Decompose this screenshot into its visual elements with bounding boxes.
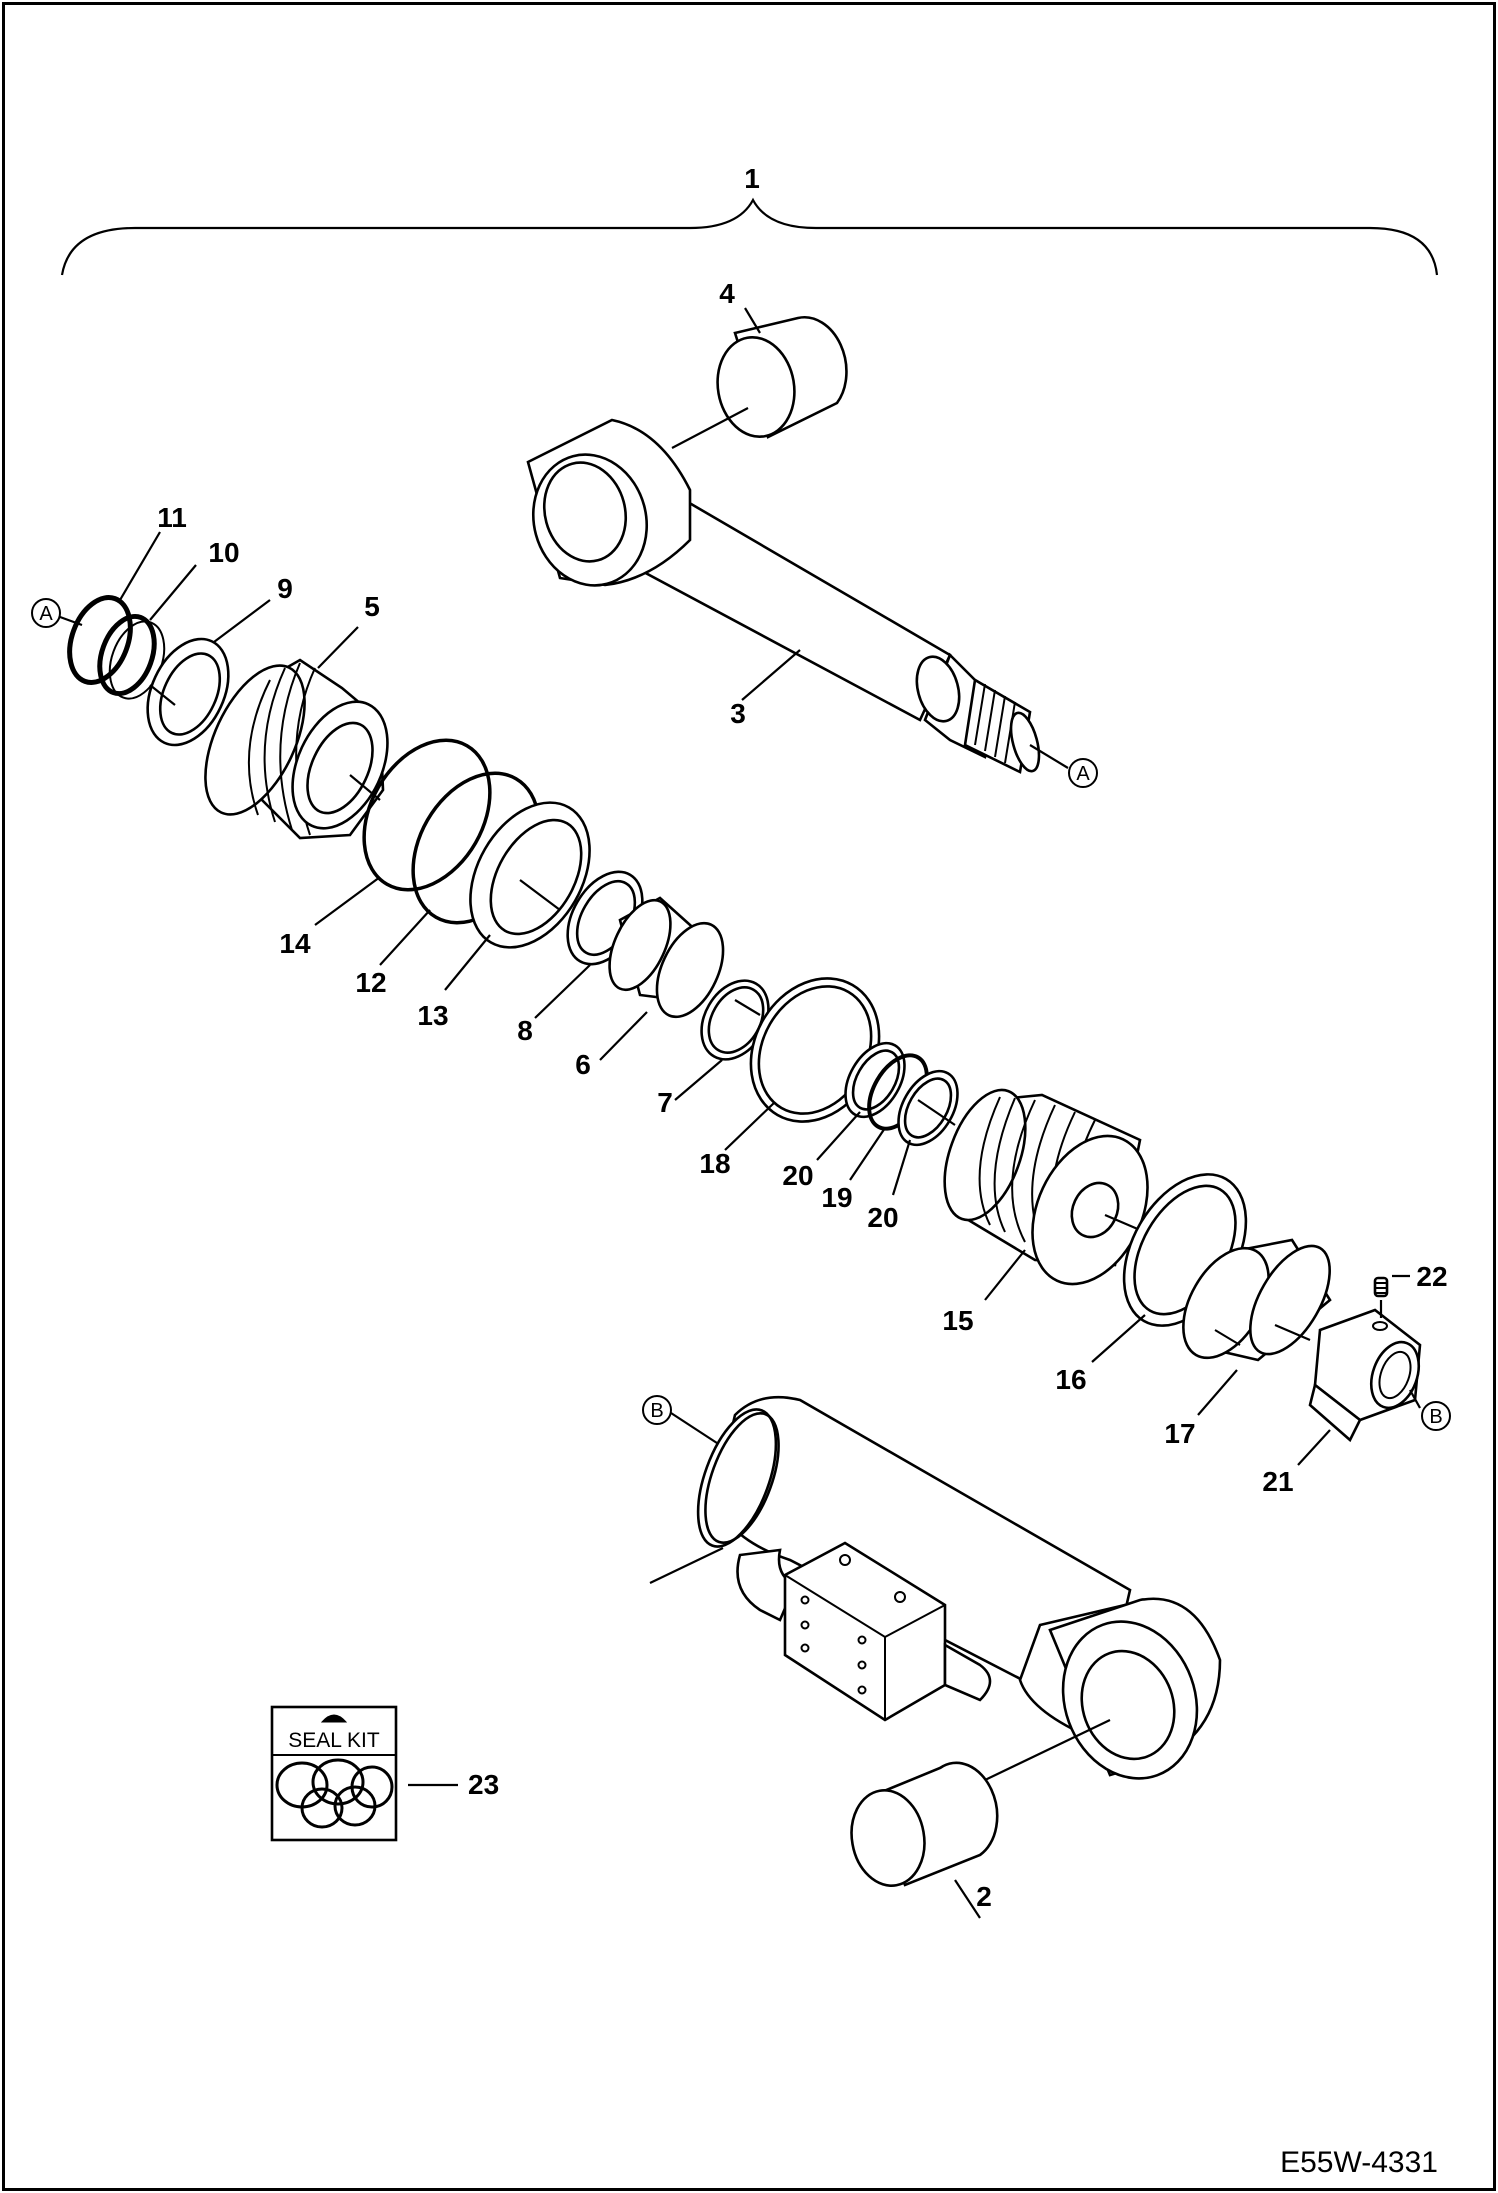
callout-22: 22 <box>1416 1261 1447 1292</box>
ring-9 <box>146 637 230 747</box>
svg-text:B: B <box>1429 1406 1442 1428</box>
svg-text:A: A <box>1076 763 1090 785</box>
callout-10: 10 <box>208 537 239 568</box>
oring-14 <box>362 738 492 892</box>
ref-mark-a-rod: A <box>1068 758 1098 788</box>
leader-6 <box>599 1011 648 1061</box>
callout-11: 11 <box>157 502 187 533</box>
callout-20a: 20 <box>782 1160 813 1191</box>
callout-6: 6 <box>575 1049 591 1080</box>
ref-mark-b-barrel: B <box>642 1395 672 1425</box>
bushing-6 <box>608 896 725 1019</box>
leader-barrel <box>649 1547 724 1584</box>
callout-23: 23 <box>468 1769 499 1800</box>
leader-4 <box>744 307 761 334</box>
callout-17: 17 <box>1164 1418 1195 1449</box>
wear-ring-13 <box>469 801 591 949</box>
nut-21 <box>1308 1308 1422 1443</box>
leader-17 <box>1197 1369 1238 1416</box>
leader-19 <box>849 1127 886 1181</box>
leader-5 <box>317 626 359 669</box>
piston-rod-3 <box>526 418 1041 774</box>
callout-21: 21 <box>1262 1466 1293 1497</box>
split-ring-17 <box>1182 1238 1332 1362</box>
leader-10 <box>149 564 197 621</box>
leader-7b <box>734 999 761 1016</box>
leader-20c <box>917 1099 956 1126</box>
gland-5 <box>204 658 389 840</box>
leader-15 <box>984 1249 1026 1301</box>
leader-9b <box>149 684 176 706</box>
leader-8 <box>534 964 591 1019</box>
leader-3 <box>741 649 801 701</box>
leader-18 <box>724 1101 776 1151</box>
leader-13b <box>519 879 561 911</box>
callout-18: 18 <box>699 1148 730 1179</box>
leader-9 <box>213 599 271 643</box>
leader-16 <box>1091 1314 1146 1363</box>
callout-19: 19 <box>821 1182 852 1213</box>
drawing-code: E55W-4331 <box>1280 2146 1438 2179</box>
svg-text:A: A <box>39 603 53 625</box>
bushing-2 <box>850 1761 999 1887</box>
leader-12 <box>379 909 431 966</box>
callout-20b: 20 <box>867 1202 898 1233</box>
piston-15 <box>943 1088 1149 1286</box>
callout-14: 14 <box>279 928 311 959</box>
bushing-4 <box>716 316 848 439</box>
leader-20b <box>891 1139 912 1196</box>
leader-14 <box>314 876 381 926</box>
leader-2b <box>984 1719 1111 1781</box>
seal-kit-package <box>270 1705 398 1842</box>
leader-ref-a2 <box>1029 744 1069 769</box>
ring-7 <box>700 979 770 1061</box>
leader-15b <box>1104 1213 1141 1232</box>
leader-20a <box>816 1111 861 1161</box>
leader-7 <box>674 1059 723 1101</box>
leader-ref-b2 <box>1409 1389 1421 1409</box>
svg-text:B: B <box>650 1400 663 1422</box>
leader-21 <box>1297 1429 1331 1466</box>
ref-mark-b-nut: B <box>1421 1401 1451 1431</box>
leader-11 <box>119 531 161 601</box>
leader-13 <box>444 934 491 991</box>
leader-4b <box>671 407 749 449</box>
ring-11 <box>67 595 133 685</box>
callout-3: 3 <box>730 698 746 729</box>
callout-12: 12 <box>355 967 386 998</box>
seal-kit-label: SEAL KIT <box>288 1729 380 1752</box>
callout-4: 4 <box>719 278 735 309</box>
callout-5: 5 <box>364 591 380 622</box>
callout-16: 16 <box>1055 1364 1086 1395</box>
callout-7: 7 <box>657 1087 673 1118</box>
leader-ref-b1 <box>670 1412 721 1446</box>
set-screw-22 <box>1373 1276 1389 1298</box>
leader-2 <box>954 1879 981 1919</box>
cylinder-barrel <box>696 1395 1222 1780</box>
callout-13: 13 <box>417 1000 448 1031</box>
assembly-label: 1 <box>744 163 760 194</box>
ref-mark-a-left: A <box>31 598 61 628</box>
callout-9: 9 <box>277 573 293 604</box>
callout-2: 2 <box>976 1881 992 1912</box>
callout-8: 8 <box>517 1015 533 1046</box>
leader-17b <box>1274 1323 1311 1342</box>
assembly-brace <box>60 197 1439 276</box>
callout-15: 15 <box>942 1305 973 1336</box>
